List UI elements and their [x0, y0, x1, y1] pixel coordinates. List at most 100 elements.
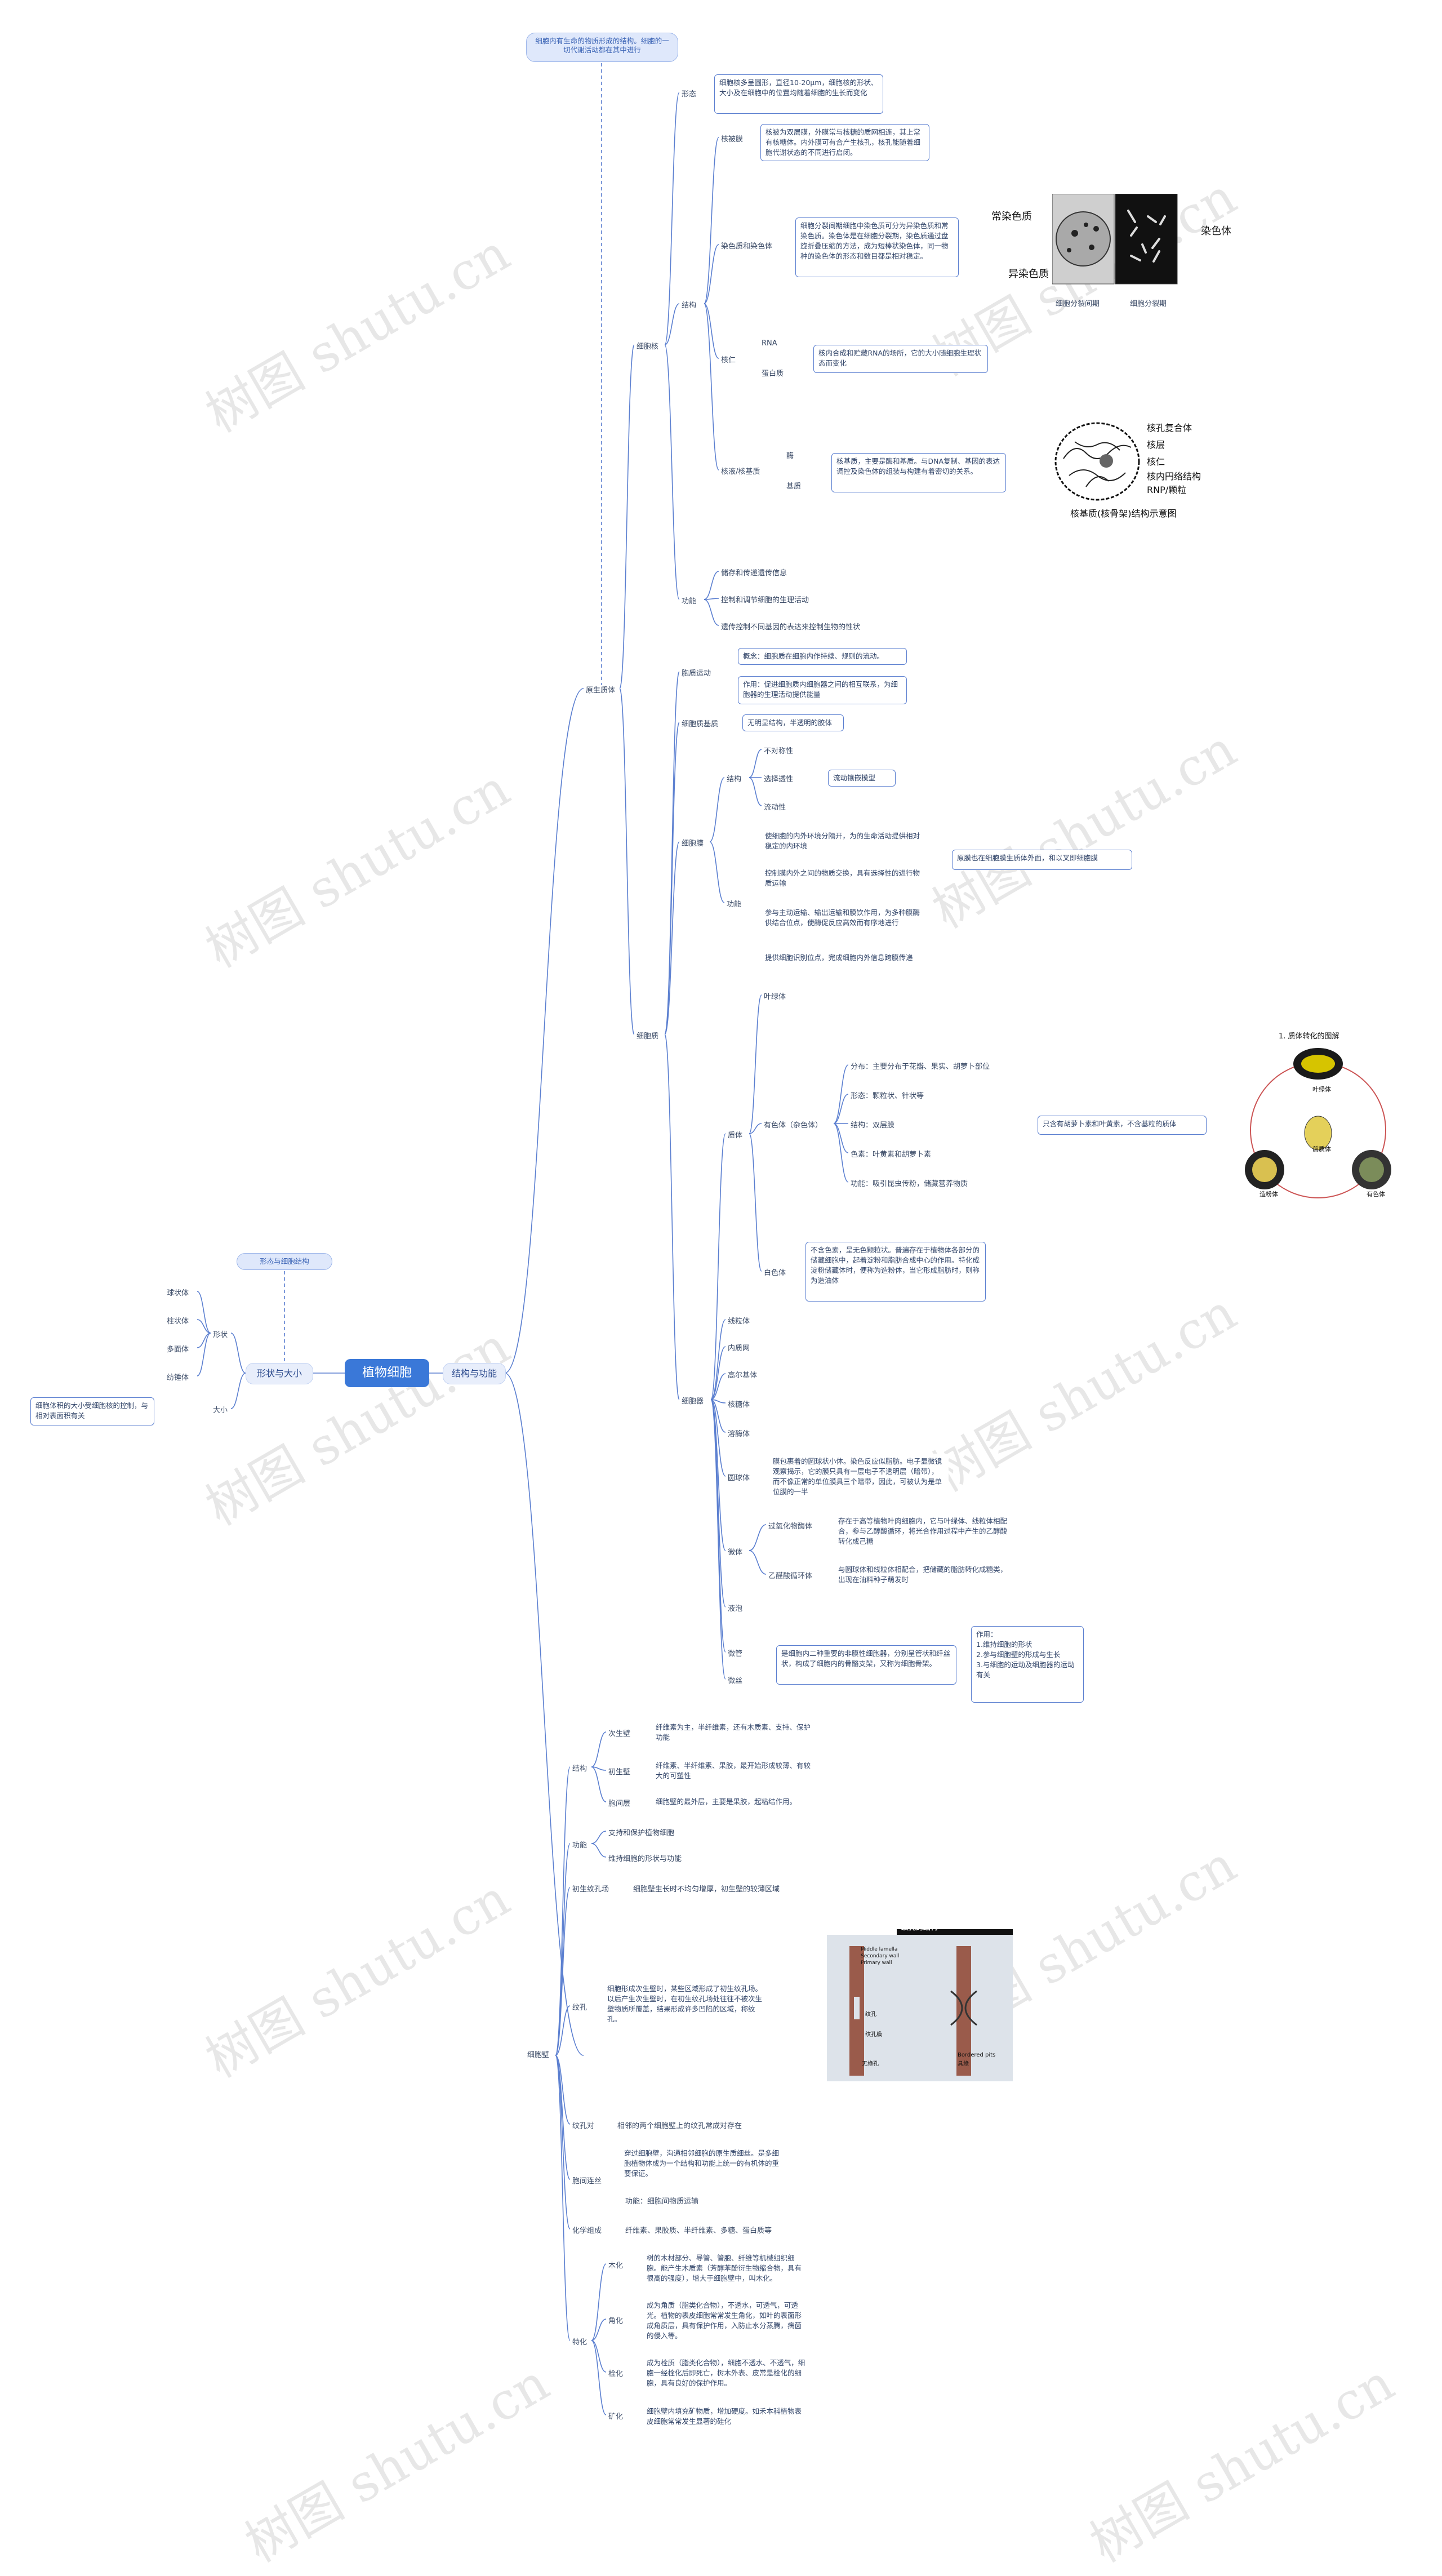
shape-item[interactable]: 多面体	[167, 1345, 189, 1354]
streaming-role[interactable]: 作用：促进细胞质内细胞器之间的相互联系，为细胞器的生理活动提供能量	[738, 676, 907, 704]
shape-size[interactable]: 大小	[213, 1406, 228, 1415]
nucleolus-rna[interactable]: RNA	[762, 339, 777, 348]
vacuole[interactable]: 液泡	[728, 1605, 743, 1613]
cytoskeleton-note[interactable]: 是细胞内二种重要的非膜性细胞器，分别呈管状和纤丝状，构成了细胞内的骨骼支架，又称…	[776, 1645, 956, 1685]
chromo-item[interactable]: 色素：叶黄素和胡萝卜素	[851, 1151, 932, 1159]
middle-lamella[interactable]: 胞间层	[608, 1800, 631, 1808]
shape-summary-note[interactable]: 形态与细胞结构	[237, 1253, 332, 1270]
primary-pit-field[interactable]: 初生纹孔场	[572, 1885, 609, 1894]
pd-item[interactable]: 功能：细胞间物质运输	[625, 2197, 699, 2206]
primary-wall-note[interactable]: 纤维素、半纤维素、果胶，最开始形成较薄、有较大的可塑性	[651, 1758, 820, 1786]
secondary-wall-note[interactable]: 纤维素为主，半纤维素，还有木质素、支持、保护功能	[651, 1720, 820, 1748]
wall-function[interactable]: 功能	[572, 1841, 588, 1850]
shape-item[interactable]: 纺锤体	[167, 1374, 189, 1382]
amyloplast[interactable]: 白色体	[764, 1269, 786, 1277]
wall-func-item[interactable]: 维持细胞的形状与功能	[608, 1855, 682, 1863]
peroxisome[interactable]: 过氧化物酶体	[768, 1522, 813, 1531]
microbody[interactable]: 微体	[728, 1548, 743, 1557]
nucleolus[interactable]: 核仁	[721, 356, 736, 365]
streaming-concept[interactable]: 概念：细胞质在细胞内作持续、规则的流动。	[738, 648, 907, 665]
chromo-item[interactable]: 结构：双层膜	[851, 1121, 895, 1130]
nucleus[interactable]: 细胞核	[637, 343, 659, 351]
organelle-item[interactable]: 高尔基体	[728, 1371, 758, 1380]
cutinization-note[interactable]: 成为角质（脂类化合物），不透水，可透气，可透光。植物的表皮细胞常常发生角化，如叶…	[642, 2298, 811, 2346]
pd-item[interactable]: 穿过细胞壁，沟通相邻细胞的原生质细丝。是多细胞植物体成为一个结构和功能上统一的有…	[620, 2146, 789, 2183]
nucleus-function[interactable]: 功能	[682, 597, 697, 606]
membrane-func-item[interactable]: 参与主动运输、输出运输和膜饮作用，为多种膜酶供结合位点，使酶促反应高效而有序地进…	[760, 905, 929, 940]
plasmodesmata[interactable]: 胞间连丝	[572, 2177, 602, 2186]
nucleolus-note[interactable]: 核内合成和贮藏RNA的场所，它的大小随细胞生理状态而变化	[813, 345, 988, 373]
microtubule[interactable]: 微管	[728, 1650, 743, 1658]
matrix-base[interactable]: 基质	[786, 482, 802, 491]
pit[interactable]: 纹孔	[572, 2004, 588, 2012]
spherosome-note[interactable]: 膜包裹着的圆球状小体。染色反应似脂肪。电子显微镜观察揭示，它的膜只具有一层电子不…	[768, 1454, 949, 1502]
membrane-prop[interactable]: 选择透性	[764, 775, 794, 784]
nucleus-func-item[interactable]: 遗传控制不同基因的表达来控制生物的性状	[721, 623, 861, 632]
envelope-note[interactable]: 核被为双层膜，外膜常与核糖的质网相连，其上常有核糖体。内外膜可有合产生核孔，核孔…	[760, 124, 929, 161]
pit-pair-note[interactable]: 相邻的两个细胞壁上的纹孔常成对存在	[617, 2122, 742, 2130]
cytoplasmic-streaming[interactable]: 胞质运动	[682, 669, 711, 678]
organelles[interactable]: 细胞器	[682, 1397, 704, 1406]
nucleus-form[interactable]: 形态	[682, 90, 697, 99]
chromo-item[interactable]: 功能：吸引昆虫传粉，储藏营养物质	[851, 1180, 968, 1188]
lignification[interactable]: 木化	[608, 2262, 624, 2270]
peroxisome-note[interactable]: 存在于高等植物叶肉细胞内，它与叶绿体、线粒体相配合，参与乙醇酸循环，将光合作用过…	[834, 1513, 1014, 1551]
chemical-composition[interactable]: 化学组成	[572, 2227, 602, 2235]
wall-func-item[interactable]: 支持和保护植物细胞	[608, 1829, 675, 1837]
branch-structure[interactable]: 结构与功能	[443, 1363, 506, 1384]
glyoxysome[interactable]: 乙醛酸循环体	[768, 1572, 813, 1580]
cytoskeleton-function[interactable]: 作用： 1.维持细胞的形状 2.参与细胞壁的形成与生长 3.与细胞的运动及细胞器…	[971, 1626, 1084, 1703]
branch-shape[interactable]: 形状与大小	[246, 1363, 313, 1384]
chromo-item[interactable]: 分布：主要分布于花瓣、果实、胡萝卜部位	[851, 1063, 990, 1071]
nuclear-matrix[interactable]: 核液/核基质	[721, 468, 760, 476]
pit-field-note[interactable]: 细胞壁生长时不均匀增厚，初生壁的较薄区域	[633, 1885, 780, 1894]
cell-membrane[interactable]: 细胞膜	[682, 840, 704, 848]
secondary-wall[interactable]: 次生壁	[608, 1730, 631, 1738]
nucleus-func-item[interactable]: 控制和调节细胞的生理活动	[721, 596, 809, 605]
suberization[interactable]: 栓化	[608, 2370, 624, 2378]
membrane-func-item[interactable]: 控制膜内外之间的物质交换，具有选择性的进行物质运输	[760, 865, 929, 891]
organelle-item[interactable]: 核糖体	[728, 1401, 750, 1409]
microfilament[interactable]: 微丝	[728, 1677, 743, 1685]
chloroplast[interactable]: 叶绿体	[764, 993, 786, 1001]
membrane-func-item[interactable]: 提供细胞识别位点，完成细胞内外信息跨膜传递	[760, 950, 929, 976]
matrix-note[interactable]: 核基质，主要是酶和基质。与DNA复制、基因的表达调控及染色体的组装与构建有着密切…	[831, 453, 1006, 492]
wall-specialization[interactable]: 特化	[572, 2338, 588, 2347]
protoplast[interactable]: 原生质体	[586, 686, 616, 695]
shape-form[interactable]: 形状	[213, 1331, 228, 1339]
suberization-note[interactable]: 成为栓质（脂类化合物），细胞不透水、不透气，细胞一经栓化后即死亡，树木外表、皮常…	[642, 2355, 811, 2395]
wall-structure[interactable]: 结构	[572, 1765, 588, 1773]
organelle-item[interactable]: 线粒体	[728, 1317, 750, 1326]
top-summary-note[interactable]: 细胞内有生命的物质形成的结构。细胞的一切代谢活动都在其中进行	[526, 33, 678, 62]
amyloplast-note[interactable]: 不含色素，呈无色颗粒状。普遍存在于植物体各部分的储藏细胞中，起着淀粉和脂肪合成中…	[805, 1242, 986, 1302]
nucleolus-protein[interactable]: 蛋白质	[762, 370, 784, 378]
organelle-item[interactable]: 溶酶体	[728, 1430, 750, 1438]
chromoplast-note[interactable]: 只含有胡萝卜素和叶黄素，不含基粒的质体	[1038, 1116, 1207, 1135]
cytoplasm-matrix[interactable]: 细胞质基质	[682, 720, 719, 729]
cytoplasm[interactable]: 细胞质	[637, 1032, 659, 1041]
glyoxysome-note[interactable]: 与圆球体和线粒体相配合，把储藏的脂肪转化成糖类，出现在油料种子萌发时	[834, 1562, 1014, 1590]
chem-note[interactable]: 纤维素、果胶质、半纤维素、多糖、蛋白质等	[625, 2227, 772, 2235]
membrane-prop[interactable]: 流动性	[764, 803, 786, 812]
nuclear-envelope[interactable]: 核被膜	[721, 135, 744, 144]
shape-item[interactable]: 柱状体	[167, 1317, 189, 1326]
cell-wall[interactable]: 细胞壁	[527, 2051, 550, 2059]
spherosome[interactable]: 圆球体	[728, 1474, 750, 1482]
cytoplasm-matrix-note[interactable]: 无明显结构，半透明的胶体	[742, 714, 844, 731]
plastid[interactable]: 质体	[728, 1131, 743, 1140]
membrane-function[interactable]: 功能	[727, 900, 742, 909]
mineralization[interactable]: 矿化	[608, 2413, 624, 2421]
mineralization-note[interactable]: 细胞壁内填充矿物质，增加硬度。如禾本科植物表皮细胞常常发生显著的硅化	[642, 2404, 811, 2432]
nucleus-structure[interactable]: 结构	[682, 301, 697, 310]
membrane-structure[interactable]: 结构	[727, 775, 742, 784]
lignification-note[interactable]: 树的木材部分、导管、管胞、纤维等机械组织细胞。能产生木质素（芳醇苯酚衍生物缩合物…	[642, 2250, 811, 2290]
membrane-prop[interactable]: 不对称性	[764, 747, 794, 756]
root-topic[interactable]: 植物细胞	[345, 1359, 429, 1387]
fluid-mosaic-model[interactable]: 流动镶嵌模型	[828, 770, 896, 787]
membrane-note[interactable]: 原膜也在细胞膜生质体外面，和以叉即细胞膜	[952, 850, 1132, 870]
chromoplast[interactable]: 有色体（杂色体）	[764, 1121, 823, 1130]
chromo-item[interactable]: 形态：颗粒状、针状等	[851, 1092, 924, 1100]
pit-pair[interactable]: 纹孔对	[572, 2122, 595, 2130]
pit-note[interactable]: 细胞形成次生壁时，某些区域形成了初生纹孔场。以后产生次生壁时，在初生纹孔场处往往…	[603, 1981, 772, 2041]
membrane-func-item[interactable]: 使细胞的内外环境分隔开，为的生命活动提供相对稳定的内环境	[760, 828, 929, 854]
